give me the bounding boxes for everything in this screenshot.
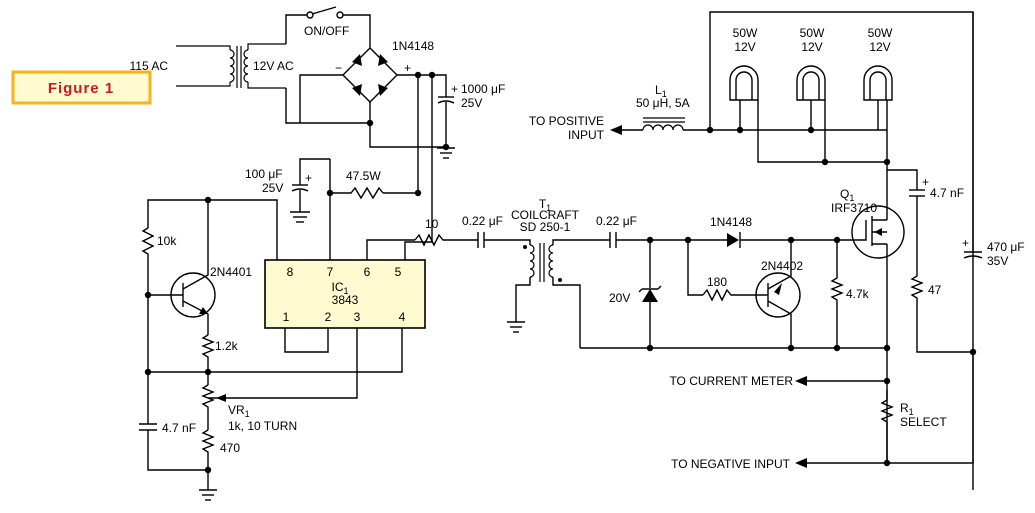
svg-text:3: 3 — [354, 310, 361, 324]
r1-select-label: SELECT — [900, 415, 947, 429]
svg-text:2: 2 — [325, 310, 332, 324]
t1-make: COILCRAFT — [511, 208, 580, 222]
svg-text:7: 7 — [327, 265, 334, 279]
svg-text:+: + — [451, 82, 458, 96]
svg-text:L1: L1 — [655, 83, 667, 99]
res-10k-label: 10k — [157, 234, 177, 248]
figure-label: Figure 1 — [11, 70, 152, 105]
t1-part: SD 250-1 — [520, 220, 571, 234]
oscillator-network: 10k 2N4401 1.2k VR1 1k, 10 TURN 4.7 nF 4… — [139, 196, 297, 501]
cap-4-7nf-snubber: 4.7 nF — [930, 186, 964, 200]
mains-transformer: 115 AC 12V AC — [130, 43, 294, 89]
svg-text:6: 6 — [364, 265, 371, 279]
to-positive-input-1: TO POSITIVE — [529, 114, 604, 128]
cap-470-voltage: 35V — [987, 254, 1008, 268]
supply-rc: + 100 μF 25V 47.5W — [245, 75, 433, 260]
svg-text:4: 4 — [399, 310, 406, 324]
svg-text:T1: T1 — [539, 197, 551, 213]
bridge-plus: + — [404, 61, 411, 75]
svg-text:R1: R1 — [900, 401, 914, 417]
to-current-meter-label: TO CURRENT METER — [669, 374, 793, 388]
gate-driver: 10 0.22 μF T1 COILCRAFT SD 250-1 0.22 μF — [414, 197, 727, 348]
svg-text:8: 8 — [287, 265, 294, 279]
cap-4-7nf-osc: 4.7 nF — [162, 421, 196, 435]
mains-voltage-label: 115 AC — [130, 59, 169, 73]
q1-part: IRF3710 — [831, 201, 877, 215]
cap-100-voltage: 25V — [262, 181, 283, 195]
transistor-2n4401-label: 2N4401 — [210, 265, 252, 279]
zener-label: 20V — [609, 291, 630, 305]
bridge-rectifier: ON/OFF 1N4148 − + — [285, 6, 434, 124]
output-terminals: TO CURRENT METER R1 SELECT TO NEGATIVE I… — [669, 352, 974, 471]
cap-022-b: 0.22 μF — [596, 214, 637, 228]
res-180-label: 180 — [707, 275, 727, 289]
res-4-7k-label: 4.7k — [846, 287, 870, 301]
vr1-value: 1k, 10 TURN — [228, 419, 297, 433]
lamp-2-volts: 12V — [801, 40, 822, 54]
res-47-5-label: 47.5W — [346, 169, 381, 183]
svg-text:1: 1 — [283, 310, 290, 324]
svg-text:Q1: Q1 — [840, 187, 854, 203]
cap-022-a: 0.22 μF — [462, 214, 503, 228]
main-filter-capacitor: + 1000 μF 25V — [366, 71, 505, 159]
svg-text:5: 5 — [395, 265, 402, 279]
bridge-diode-label: 1N4148 — [392, 39, 434, 53]
lamp-2-watts: 50W — [800, 26, 825, 40]
res-470-label: 470 — [220, 441, 240, 455]
secondary-voltage-label: 12V AC — [253, 59, 294, 73]
svg-text:IC1: IC1 — [331, 280, 348, 296]
lamp-1-watts: 50W — [733, 26, 758, 40]
cap-100-value: 100 μF — [245, 167, 283, 181]
lamp-3-volts: 12V — [869, 40, 890, 54]
to-negative-input-label: TO NEGATIVE INPUT — [671, 457, 791, 471]
ic1-3843: 8 7 6 5 IC1 3843 1 2 3 4 — [148, 199, 426, 399]
svg-text:+: + — [962, 236, 969, 250]
lamp-2: 50W 12V — [796, 26, 826, 162]
res-10-label: 10 — [425, 217, 439, 231]
to-positive-input-2: INPUT — [568, 128, 605, 142]
gate-clamp: 20V 1N4148 180 2N4402 4.7k — [580, 215, 891, 352]
transistor-2n4402-label: 2N4402 — [761, 259, 803, 273]
svg-text:VR1: VR1 — [228, 403, 250, 419]
diode-1n4148-label: 1N4148 — [710, 215, 752, 229]
lamps: 50W 12V 50W 12V 50W 12V — [729, 26, 893, 220]
main-cap-value: 1000 μF — [461, 82, 505, 96]
svg-text:+: + — [922, 175, 929, 189]
lamp-3-watts: 50W — [868, 26, 893, 40]
res-47-label: 47 — [928, 283, 942, 297]
cap-470-value: 470 μF — [987, 240, 1025, 254]
bridge-minus: − — [335, 61, 342, 75]
lamp-3: 50W 12V — [863, 26, 893, 220]
lamp-1-volts: 12V — [734, 40, 755, 54]
svg-text:+: + — [305, 171, 312, 185]
mosfet-q1: Q1 IRF3710 + 4.7 nF 47 + 470 μF 35V — [831, 12, 1025, 463]
inductor-value: 50 μH, 5A — [636, 96, 690, 110]
switch-label: ON/OFF — [304, 24, 349, 38]
res-1-2k-label: 1.2k — [215, 339, 239, 353]
lamp-1: 50W 12V — [729, 26, 887, 163]
main-cap-voltage: 25V — [461, 96, 482, 110]
svg-text:Figure 1: Figure 1 — [48, 80, 114, 97]
svg-text:3843: 3843 — [332, 293, 359, 307]
